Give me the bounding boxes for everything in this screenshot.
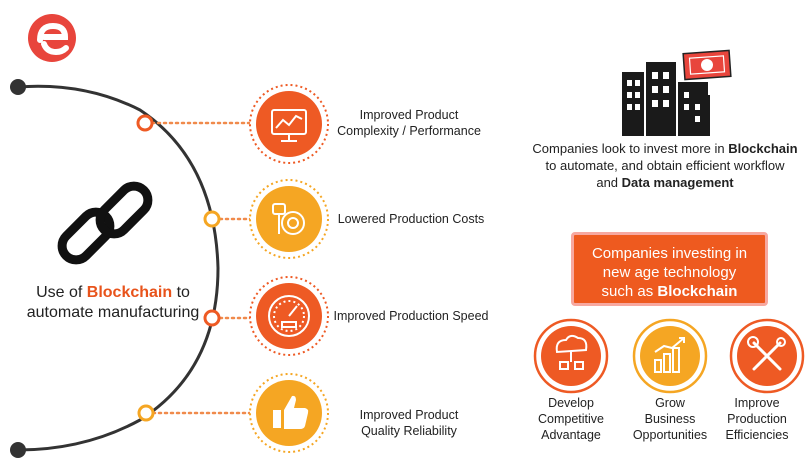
banknote-icon — [682, 49, 732, 81]
benefit-circle-4 — [249, 373, 329, 453]
box-line2: new age technology — [602, 264, 737, 281]
benefit-circle-2 — [249, 179, 329, 259]
outcome-circle-2 — [632, 318, 708, 394]
benefit-circle-1 — [249, 84, 329, 164]
chain-link-icon — [57, 181, 153, 265]
center-title-highlight: Blockchain — [86, 284, 173, 301]
outcome-circle-1 — [533, 318, 609, 394]
tools-icon — [747, 336, 786, 371]
arc-end-top — [10, 79, 26, 95]
benefit-label-2: Lowered Production Costs — [337, 212, 485, 226]
center-title-line2: automate manufacturing — [26, 304, 200, 321]
growth-chart-icon — [654, 337, 685, 373]
logo-icon — [28, 14, 76, 62]
box-line3: such as Blockchain — [601, 283, 738, 300]
arc-end-bottom — [10, 442, 26, 458]
benefit-label-3: Improved Production Speed — [333, 309, 489, 323]
office-building-icon — [622, 62, 710, 136]
investment-box: Companies investing in new age technolog… — [571, 232, 768, 306]
center-title-prefix: Use of — [36, 284, 87, 301]
node-4 — [137, 404, 155, 422]
node-2 — [203, 210, 221, 228]
connectors — [150, 121, 254, 415]
arc-line — [17, 84, 220, 452]
node-1 — [136, 114, 154, 132]
thumbs-up-icon — [273, 395, 309, 429]
box-line1: Companies investing in — [591, 245, 748, 262]
outcome-circle-3 — [729, 318, 805, 394]
center-title-suffix: to — [172, 284, 190, 301]
center-title: Use of Blockchain to automate manufactur… — [4, 283, 222, 323]
speedometer-icon — [268, 295, 310, 337]
robot-gear-icon — [272, 203, 305, 235]
investment-statement: Companies look to invest more in Blockch… — [532, 141, 798, 190]
cloud-network-icon — [555, 334, 588, 370]
monitor-chart-icon — [271, 109, 307, 142]
benefit-circle-3 — [249, 276, 329, 356]
node-3 — [203, 309, 221, 327]
